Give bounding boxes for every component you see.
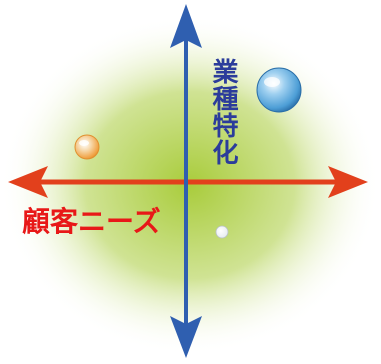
vertical-axis-top-arrowhead — [170, 4, 202, 48]
horizontal-axis-right-arrowhead — [328, 166, 368, 198]
vertical-axis — [170, 4, 202, 358]
horizontal-axis — [8, 166, 368, 198]
horizontal-axis-left-arrowhead — [8, 166, 48, 198]
blue-sphere-icon — [256, 67, 302, 113]
orange-sphere-icon — [74, 134, 100, 160]
horizontal-axis-label: 顧客ニーズ — [22, 205, 161, 238]
white-sphere-icon — [215, 225, 229, 239]
vertical-axis-label: 業種特化 — [208, 58, 238, 166]
background-glow — [0, 15, 380, 355]
vertical-axis-bottom-arrowhead — [170, 316, 202, 358]
